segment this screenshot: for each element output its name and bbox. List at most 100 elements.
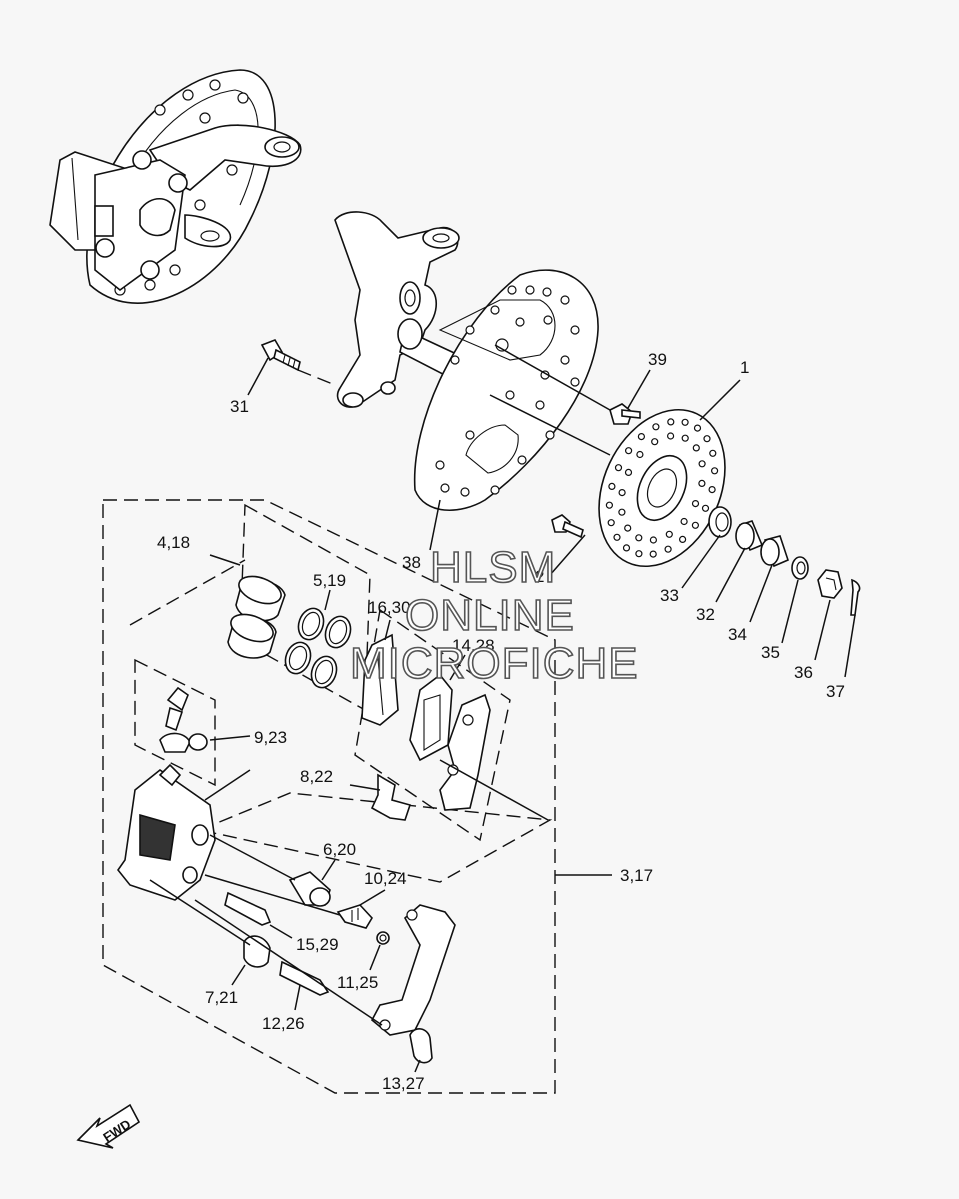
leader-lines [149,344,856,1073]
slide-pin-15-29 [224,891,272,926]
disc-hole [708,486,716,494]
inset-assembled-view [49,69,302,304]
bleed-screw [159,686,208,753]
callout-39: 39 [648,350,667,369]
callout-4-18: 4,18 [157,533,190,552]
disc-guard [413,269,599,511]
disc-hole [701,504,710,512]
callout-8-22: 8,22 [300,767,333,786]
disc-hole [681,434,689,442]
pad-backing-plate [439,693,491,811]
bleed-kit-boundary [134,658,216,787]
disc-hole [698,460,706,468]
pad-kit-boundary [354,608,511,842]
o-ring-11-25 [376,931,390,945]
disc-hole [664,545,672,553]
callout-6-20: 6,20 [323,840,356,859]
disc-hole [680,517,688,526]
callout-37: 37 [826,682,845,701]
callout-13-27: 13,27 [382,1074,425,1093]
callout-11-25: 11,25 [337,973,378,992]
disc-hole [692,444,700,452]
callout-15-29: 15,29 [296,935,339,954]
disc-hole [637,433,646,441]
disc-hole [698,479,706,487]
disc-hole [651,438,659,446]
callout-36: 36 [794,663,813,682]
callout-9-23: 9,23 [254,728,287,747]
callout-3-17: 3,17 [620,866,653,885]
washer-35 [791,556,809,580]
watermark: HLSM ONLINE MICROFICHE [349,542,638,689]
callout-labels: 39 1 31 4,18 5,19 16,30 14,28 38 2 33 32… [157,350,845,1093]
caliper-kit-boundary [102,499,556,1094]
callout-33: 33 [660,586,679,605]
callout-12-26: 12,26 [262,1014,305,1033]
disc-hole [635,550,643,558]
disc-hole [666,432,675,440]
disc-hole [624,468,633,476]
disc-hole [605,501,614,509]
callout-2: 2 [535,567,544,586]
inset-knuckle [148,124,302,248]
disc-hole [652,423,660,431]
brake-pad-inner [361,633,399,726]
callout-14-28: 14,28 [452,636,495,655]
callout-5-19: 5,19 [313,571,346,590]
disc-hole [608,482,616,490]
disc-hole [649,536,658,544]
pad-spring [370,773,412,821]
disc-hole [649,550,657,558]
disc-hole [691,500,700,508]
disc-bolt-39 [609,403,641,425]
bearing-32 [735,520,764,552]
watermark-line-1: HLSM [430,543,556,592]
callout-38: 38 [402,553,421,572]
brake-disc [598,408,726,568]
castle-nut-36 [817,569,843,599]
callout-32: 32 [696,605,715,624]
callout-31: 31 [230,397,249,416]
disc-hole [622,544,631,552]
piston-seals [284,607,352,689]
slide-pin-12-26 [279,960,330,996]
disc-hole [618,508,626,516]
disc-hole [635,534,643,542]
callout-35: 35 [761,643,780,662]
disc-hole [681,418,689,426]
disc-hole [613,533,621,541]
disc-hole [665,530,673,538]
pin-kit-boundary [197,792,553,883]
disc-hole [636,450,644,459]
boot-7-21 [243,935,271,968]
caliper-bolt-10-24 [336,904,373,929]
disc-hole [710,467,719,475]
callout-34: 34 [728,625,747,644]
caliper-body [117,763,216,901]
forward-direction-arrow: FWD [76,1103,141,1149]
disc-hole [618,489,626,497]
brake-pad-outer [409,673,453,762]
slide-pin-boot [288,871,331,907]
callout-16-30: 16,30 [368,598,411,617]
caliper-pistons [227,575,286,659]
disc-hole [624,447,633,455]
washer-33 [708,506,732,538]
disc-hole [624,524,632,532]
knuckle-bolt [260,339,301,372]
callout-10-24: 10,24 [364,869,407,888]
disc-hole [678,535,687,544]
disc-hole [703,435,711,443]
bushing-13-27 [409,1028,433,1064]
cotter-pin-37 [850,578,861,616]
callout-7-21: 7,21 [205,988,238,1007]
disc-bolt-2 [551,514,584,539]
bearing-34 [760,535,789,568]
disc-hole [691,521,700,529]
inset-caliper [49,150,188,292]
watermark-line-2: ONLINE [405,591,575,640]
disc-hole [709,449,717,457]
caliper-bracket [370,904,456,1036]
